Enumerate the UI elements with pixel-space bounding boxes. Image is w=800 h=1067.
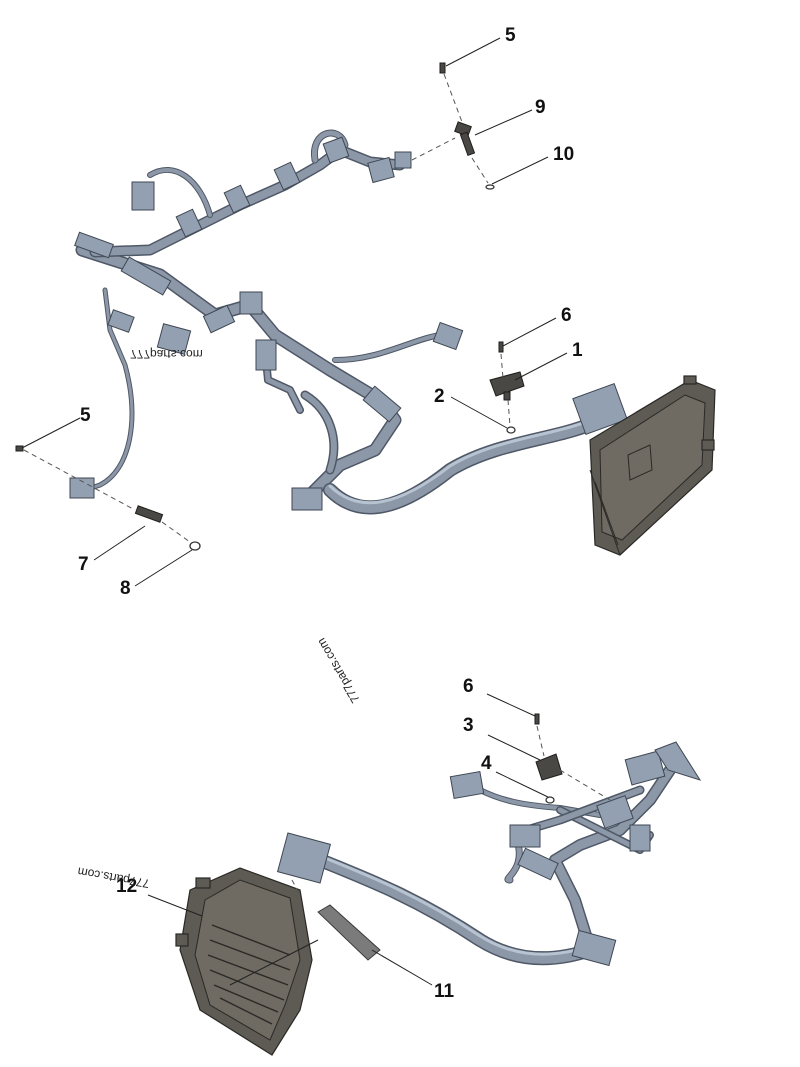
callout-5-left: 5	[80, 405, 91, 426]
callout-2: 2	[434, 386, 445, 407]
mounting-tab	[683, 375, 697, 385]
connector-plug	[156, 323, 192, 355]
connector-junction	[255, 339, 277, 371]
connector-plug	[69, 477, 95, 499]
connector-plug	[394, 151, 412, 169]
callout-6-top: 6	[561, 305, 572, 326]
connector-junction	[624, 750, 666, 786]
map-sensor	[535, 753, 563, 781]
bolt	[15, 445, 24, 452]
screw	[498, 341, 504, 353]
callouts: 5 9 10 6 1 2 5 7 8 6 3 4 12 11	[78, 25, 583, 1002]
injector-connector	[223, 184, 251, 214]
callout-11: 11	[434, 981, 455, 1002]
connector-clip	[629, 824, 651, 852]
label-plate	[317, 904, 381, 961]
bottom-small-parts	[534, 713, 563, 804]
camshaft-sensor-body	[459, 131, 476, 157]
top-alignment-lines	[23, 73, 511, 543]
watermark-middle: 777parts.com	[314, 636, 362, 706]
bottom-leader-lines	[147, 693, 549, 986]
callout-9: 9	[535, 97, 546, 118]
map-sensor-nozzle	[503, 391, 511, 401]
o-ring	[189, 541, 201, 551]
bolt	[439, 62, 446, 74]
connector-spike	[654, 741, 702, 781]
connector-bracket	[571, 929, 617, 967]
bottom-connectors	[276, 741, 702, 967]
connector-clip	[107, 309, 135, 333]
screw	[534, 713, 540, 725]
o-ring	[545, 796, 555, 804]
ecu-module-top	[589, 375, 716, 556]
callout-4: 4	[481, 753, 492, 774]
callout-3: 3	[463, 715, 474, 736]
connector-block	[120, 256, 172, 296]
connector-plug	[367, 156, 395, 184]
watermark-bottom: 777parts.com	[76, 864, 150, 890]
top-small-parts	[15, 62, 525, 551]
top-wiring-harness	[75, 129, 607, 515]
o-ring	[485, 184, 495, 190]
connector-plug	[449, 770, 485, 800]
connector-clip	[74, 231, 114, 259]
callout-5-top: 5	[505, 25, 516, 46]
callout-1: 1	[572, 340, 583, 361]
callout-6-bottom: 6	[463, 676, 474, 697]
bottom-alignment-lines	[291, 725, 611, 896]
callout-12: 12	[116, 876, 137, 897]
watermarks: 777parts.com 777parts.com 777parts.com	[76, 347, 362, 891]
bottom-wiring-harness	[313, 764, 676, 966]
map-sensor	[489, 371, 525, 397]
injector-connector	[322, 136, 350, 164]
ecu-module-bottom	[175, 867, 313, 1056]
connector-junction	[239, 291, 263, 315]
top-leader-lines	[21, 37, 568, 587]
callout-7: 7	[78, 554, 89, 575]
connector-junction	[596, 794, 634, 830]
connector-bracket	[291, 487, 323, 511]
temperature-sensor	[134, 505, 164, 523]
callout-8: 8	[120, 578, 131, 599]
o-ring	[506, 426, 516, 434]
mounting-tab	[701, 439, 715, 451]
connector-plug	[131, 181, 155, 211]
ecu-connector	[276, 832, 332, 884]
top-connectors	[69, 136, 628, 511]
ecu-connector	[572, 382, 628, 436]
connector-block	[517, 847, 559, 881]
callout-10: 10	[553, 144, 574, 165]
connector-junction	[202, 304, 236, 334]
connector-junction	[362, 385, 402, 423]
connector-plug	[432, 321, 464, 351]
mounting-tab	[195, 877, 211, 889]
connector-junction	[509, 824, 541, 848]
injector-connector	[175, 208, 203, 238]
mounting-tab	[175, 933, 189, 947]
watermark-top: 777parts.com	[130, 347, 203, 361]
injector-connector	[273, 161, 301, 191]
